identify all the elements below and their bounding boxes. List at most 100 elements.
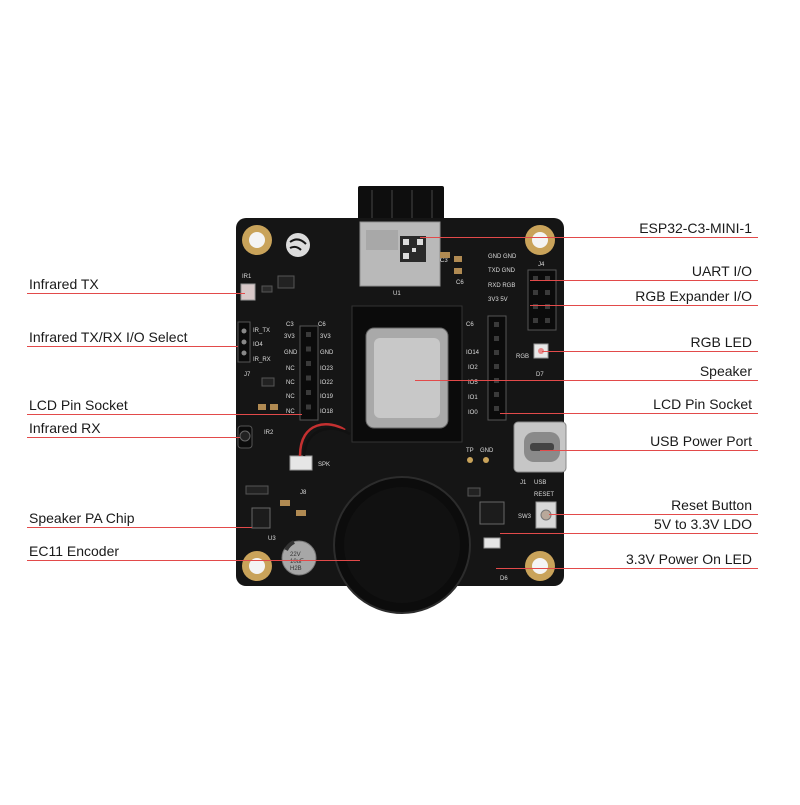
silk-rh-1: IO2	[468, 365, 478, 371]
uart-io-label: UART I/O	[691, 263, 752, 279]
silk-j1: J1	[520, 480, 527, 486]
silk-rh-2: IO5	[468, 380, 478, 386]
lcd-pin-socket-right-label: LCD Pin Socket	[653, 396, 752, 412]
silk-rh-0: IO14	[466, 350, 480, 356]
ldo-label: 5V to 3.3V LDO	[653, 516, 752, 532]
esp32-module-leader-line	[420, 237, 758, 238]
speaker-wire	[298, 423, 346, 457]
header-pin	[494, 406, 499, 411]
esp32-module-label: ESP32-C3-MINI-1	[639, 220, 752, 236]
infrared-rx-label: Infrared RX	[29, 420, 101, 436]
silk-uart-0: GND GND	[488, 254, 517, 260]
silk-lh-b4: IO19	[320, 394, 334, 400]
uart-header	[527, 269, 557, 331]
silk-uart-1: TXD GND	[488, 268, 516, 274]
header-pin	[306, 332, 311, 337]
silk-u1: U1	[393, 291, 401, 297]
header-pin	[533, 304, 538, 309]
speaker-leader-line	[415, 380, 758, 381]
lcd-pin-socket-left-header	[299, 325, 319, 421]
usb-power-port-label: USB Power Port	[650, 433, 752, 449]
infrared-txrx-select-leader-line	[27, 346, 238, 347]
silk-sw3: SW3	[518, 514, 532, 520]
speaker-label: Speaker	[699, 363, 752, 379]
reset-button-leader-line	[549, 514, 758, 515]
rgb-led-leader-line	[542, 351, 758, 352]
infrared-tx-leader-line	[27, 293, 245, 294]
header-pin	[306, 346, 311, 352]
silk-ir-tx: IR_TX	[253, 328, 270, 334]
silk-usb: USB	[534, 480, 546, 486]
mounting-hole	[525, 225, 555, 255]
silk-ir1: IR1	[242, 274, 252, 280]
header-pin	[545, 318, 550, 323]
silk-j7: J7	[244, 372, 251, 378]
silk-rgb: RGB	[516, 354, 529, 360]
power-on-led-label: 3.3V Power On LED	[625, 551, 752, 567]
header-pin	[545, 304, 550, 309]
uart-io-leader-line	[530, 280, 758, 281]
silk-lh-b1: GND	[320, 350, 334, 356]
power-on-led-chip	[483, 537, 501, 549]
silk-ir2: IR2	[264, 430, 274, 436]
header-pin	[494, 336, 499, 341]
silk-reset: RESET	[534, 492, 554, 498]
header-pin	[533, 318, 538, 323]
speaker-pa-chip-body	[251, 507, 271, 529]
silk-cap-1: 10uF	[290, 559, 304, 565]
silk-cap-2: H2B	[290, 566, 302, 572]
ldo-regulator	[479, 501, 505, 525]
reset-button-label: Reset Button	[671, 497, 752, 513]
ldo-leader-line	[500, 533, 758, 534]
silk-rh-4: IO0	[468, 410, 478, 416]
silk-lh-b5: IO18	[320, 409, 334, 415]
lcd-pin-socket-right-leader-line	[500, 413, 758, 414]
lcd-pin-socket-left-label: LCD Pin Socket	[29, 397, 128, 413]
lcd-pin-socket-left-leader-line	[27, 414, 302, 415]
header-pin	[306, 404, 311, 410]
infrared-txrx-select-label: Infrared TX/RX I/O Select	[29, 329, 188, 345]
speaker-connector	[289, 455, 313, 471]
ec11-encoder-leader-line	[27, 560, 360, 561]
header-pin	[494, 322, 499, 327]
header-pin	[306, 375, 311, 381]
silk-lh-b3: IO22	[320, 380, 334, 386]
silk-c6-left: C6	[318, 322, 326, 328]
silk-j4: J4	[538, 262, 545, 268]
infrared-rx-leader-line	[27, 437, 240, 438]
header-pin	[533, 290, 538, 295]
header-pin	[494, 350, 499, 355]
mounting-hole	[242, 225, 272, 255]
rgb-expander-io-label: RGB Expander I/O	[635, 288, 752, 304]
header-pin	[306, 390, 311, 395]
silk-lh-a1: GND	[284, 350, 298, 356]
silk-uart-2: RXD RGB	[488, 283, 515, 289]
infrared-rx-sensor	[237, 425, 253, 449]
rgb-led-label: RGB LED	[690, 334, 752, 350]
silk-rh-3: IO1	[468, 395, 478, 401]
silk-c6-right: C6	[466, 322, 474, 328]
silk-lh-b0: 3V3	[320, 334, 331, 340]
header-pin	[306, 361, 311, 366]
espressif-logo-icon	[286, 233, 310, 257]
rgb-expander-io-leader-line	[530, 305, 758, 306]
silk-c3-left: C3	[286, 322, 294, 328]
silk-c3: C3	[440, 258, 448, 264]
silk-ir-rx: IR_RX	[253, 357, 271, 363]
silk-lh-a5: NC	[286, 409, 295, 415]
infrared-tx-led	[240, 283, 256, 301]
silk-io4: IO4	[253, 342, 263, 348]
header-pin	[545, 290, 550, 295]
header-pin	[545, 276, 550, 281]
silk-j8: J8	[300, 490, 307, 496]
silk-uart-3: 3V3 5V	[488, 297, 508, 303]
silk-lh-a2: NC	[286, 366, 295, 372]
silk-gnd: GND	[480, 448, 494, 454]
silk-d6: D6	[500, 576, 508, 582]
header-pin	[533, 276, 538, 281]
mounting-hole	[242, 551, 272, 581]
speaker-pa-chip-label: Speaker PA Chip	[29, 510, 135, 526]
silk-lh-a4: NC	[286, 394, 295, 400]
electrolytic-capacitor: 22V 10uF H2B	[281, 540, 317, 576]
ec11-encoder-label: EC11 Encoder	[29, 543, 120, 559]
